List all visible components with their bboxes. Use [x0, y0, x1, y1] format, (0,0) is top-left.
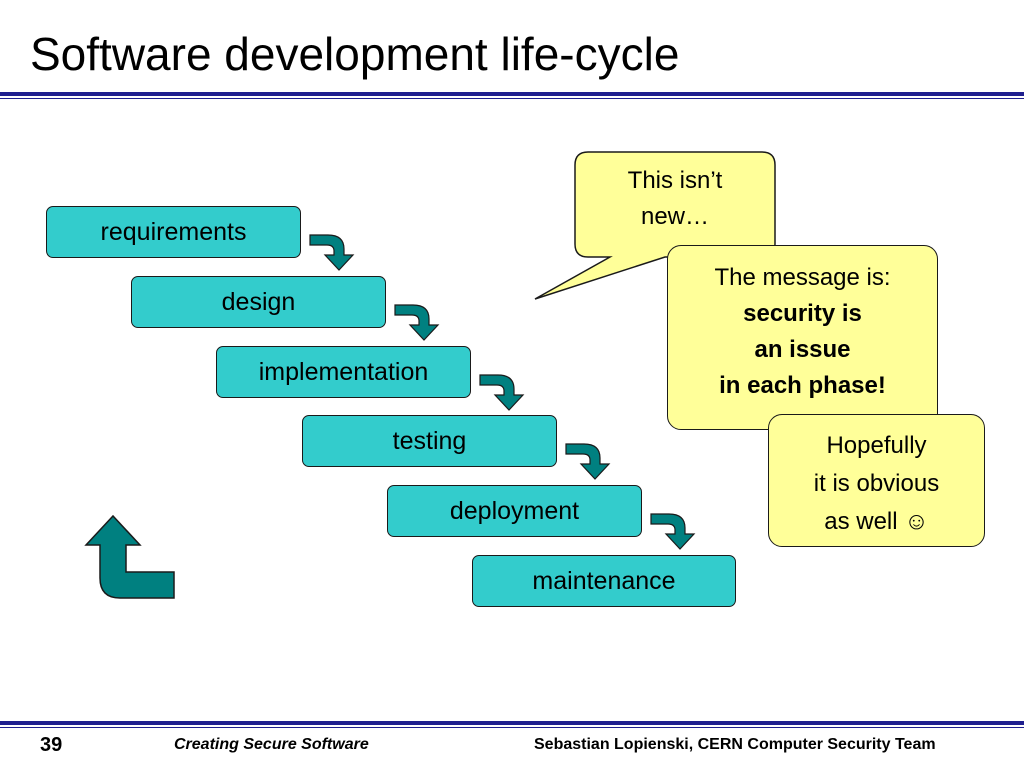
stage-design: design — [131, 276, 386, 328]
stage-testing: testing — [302, 415, 557, 467]
callout-text: as well ☺ — [824, 508, 929, 535]
stage-deployment: deployment — [387, 485, 642, 537]
title-rule-thin — [0, 98, 1024, 99]
footer-rule — [0, 721, 1024, 725]
callout-text: new… — [640, 203, 710, 230]
step-arrow-icon — [309, 234, 355, 271]
slide-title: Software development life-cycle — [30, 28, 680, 80]
callout-text: This isn’t — [627, 167, 723, 194]
callout-message: The message is: security is an issue in … — [667, 245, 938, 430]
step-arrow-icon — [565, 443, 611, 480]
speech-bubble-first-shape — [534, 151, 776, 300]
cycle-back-arrow-icon — [84, 514, 175, 599]
speech-bubble-first: This isn’t new… — [576, 163, 774, 243]
footer-course: Creating Secure Software — [174, 736, 369, 753]
stage-label: maintenance — [532, 567, 676, 595]
callout-text: The message is: — [714, 264, 891, 291]
stage-implementation: implementation — [216, 346, 471, 398]
callout-emphasis: security is — [743, 300, 862, 327]
stage-requirements: requirements — [46, 206, 301, 258]
step-arrow-icon — [479, 374, 525, 411]
stage-label: design — [221, 288, 296, 316]
callout-emphasis: in each phase! — [719, 372, 886, 399]
stage-label: testing — [392, 427, 467, 455]
step-arrow-icon — [650, 513, 696, 550]
page-number: 39 — [40, 734, 63, 756]
stage-maintenance: maintenance — [472, 555, 736, 607]
callout-text: Hopefully — [826, 432, 927, 459]
stage-label: requirements — [100, 218, 247, 246]
footer-rule-thin — [0, 727, 1024, 728]
step-arrow-icon — [394, 304, 440, 341]
stage-label: deployment — [449, 497, 580, 525]
callout-emphasis: an issue — [754, 336, 851, 363]
callout-obvious: Hopefully it is obvious as well ☺ — [768, 414, 985, 547]
stage-label: implementation — [258, 358, 429, 386]
footer-author: Sebastian Lopienski, CERN Computer Secur… — [534, 736, 936, 753]
callout-text: it is obvious — [813, 470, 940, 497]
title-rule — [0, 92, 1024, 96]
